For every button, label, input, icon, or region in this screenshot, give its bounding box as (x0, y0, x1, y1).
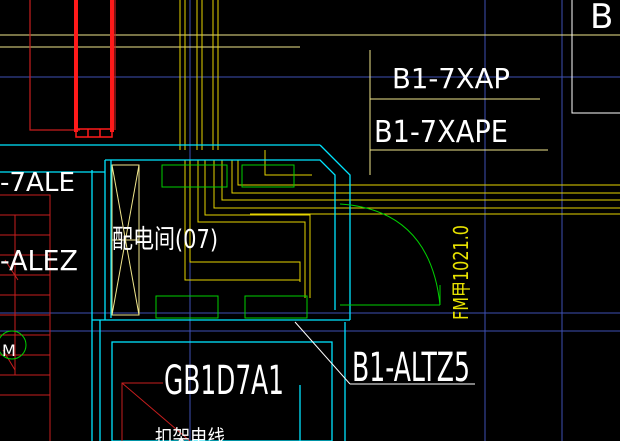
label-ale-7: -7ALE (0, 168, 75, 198)
label-bottom: 扣架电线 (155, 425, 225, 441)
cyan-walls (0, 144, 351, 441)
label-small-m: M (2, 341, 16, 360)
label-room-name: 配电间(07) (112, 225, 218, 255)
label-fm-door: FM甲1021.0 (449, 225, 473, 320)
red-hatched-room (0, 194, 51, 441)
top-right-block (571, 0, 620, 114)
red-room-top (29, 0, 116, 131)
label-b1-d7a1: GB1D7A1 (164, 358, 284, 404)
red-subroom (121, 382, 191, 441)
cable-runs (179, 0, 620, 298)
label-top-right-b: B (590, 0, 613, 37)
equipment-boxes (155, 164, 308, 319)
label-alez: -ALEZ (0, 244, 78, 277)
label-b1-7xape: B1-7XAPE (374, 115, 508, 150)
altz5-leader (294, 321, 475, 385)
leader-lines (0, 34, 620, 175)
distribution-panel (111, 164, 140, 316)
green-circle-icon (0, 330, 27, 360)
label-b1-altz5: B1-ALTZ5 (352, 345, 470, 391)
label-b1-7xap: B1-7XAP (392, 62, 510, 95)
door-swing-icon (339, 203, 441, 306)
red-column (74, 0, 114, 138)
